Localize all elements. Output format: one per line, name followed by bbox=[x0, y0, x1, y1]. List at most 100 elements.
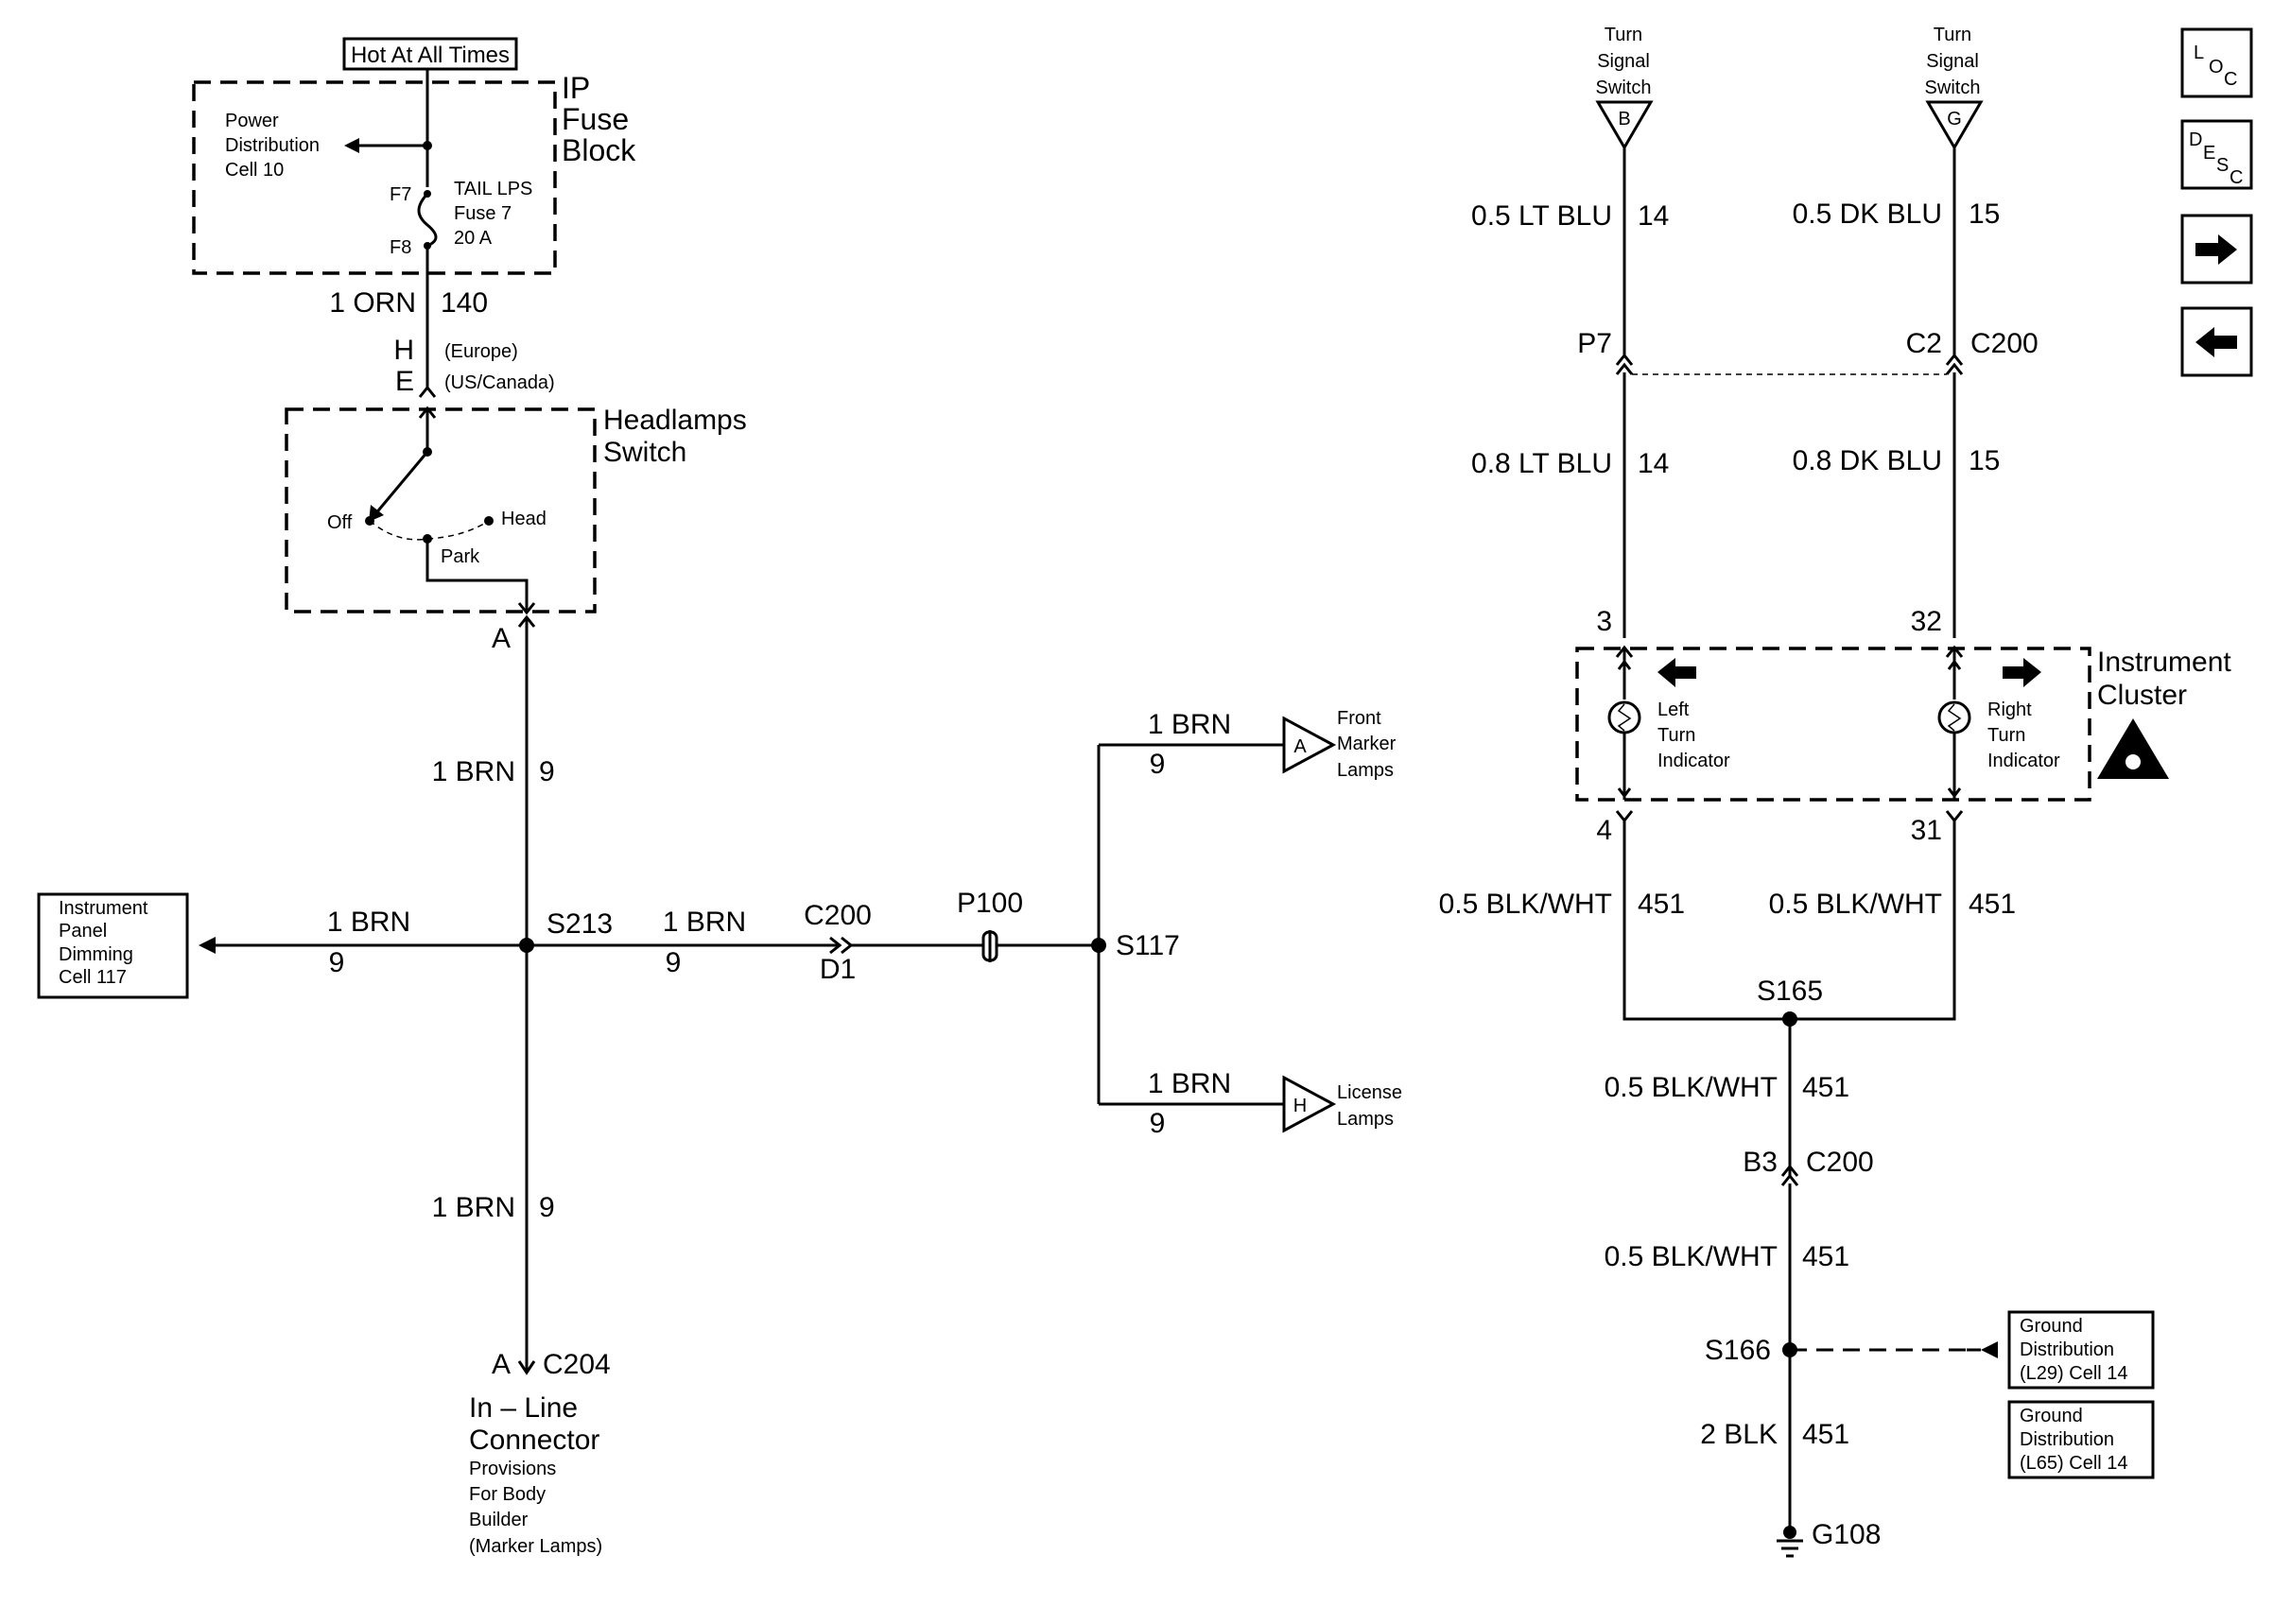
ipd-label-3: Dimming bbox=[59, 944, 133, 965]
hot-at-all-times-label: Hot At All Times bbox=[351, 43, 510, 68]
wire-blk-wht-g2: 0.5 BLK/WHT bbox=[1605, 1241, 1778, 1272]
headlamp-switch-outline bbox=[285, 407, 597, 613]
fuse-icon bbox=[417, 192, 438, 248]
front-marker-label-2[interactable]: Marker bbox=[1337, 734, 1397, 754]
wire-blk-wht-g1: 0.5 BLK/WHT bbox=[1605, 1072, 1778, 1103]
desc-s: S bbox=[2216, 155, 2229, 176]
loc-c: C bbox=[2224, 69, 2237, 90]
desc-button[interactable]: D E S C bbox=[2180, 119, 2253, 190]
inline-label-4: For Body bbox=[469, 1484, 546, 1505]
circuit-140: 140 bbox=[441, 287, 488, 319]
splice-s166-label: S166 bbox=[1705, 1335, 1771, 1366]
c204-label: C204 bbox=[543, 1349, 611, 1380]
wire-brn-down: 1 BRN bbox=[432, 1192, 515, 1223]
tss-left-label-1[interactable]: Turn bbox=[1605, 25, 1642, 45]
loc-button[interactable]: L O C bbox=[2180, 27, 2253, 98]
next-page-button[interactable] bbox=[2180, 214, 2253, 285]
arrow-left-icon bbox=[1657, 658, 1696, 687]
hot-at-all-times-box bbox=[342, 37, 518, 71]
circuit-9-1: 9 bbox=[539, 756, 555, 787]
pin-4: 4 bbox=[1596, 815, 1612, 846]
headlamp-switch-title-2: Switch bbox=[603, 437, 686, 468]
circuit-9-license: 9 bbox=[1150, 1108, 1166, 1139]
fuse-label-3: 20 A bbox=[454, 228, 493, 249]
ipd-label-1: Instrument bbox=[59, 898, 148, 919]
wire-brn-license: 1 BRN bbox=[1148, 1068, 1231, 1099]
power-dist-label-1: Power bbox=[225, 111, 279, 131]
gd1-label-1: Ground bbox=[2020, 1316, 2083, 1337]
right-turn-bulb-icon bbox=[1937, 700, 1971, 734]
switch-park-label: Park bbox=[441, 546, 480, 567]
connector-chevron-icon bbox=[418, 385, 437, 398]
inline-label-3: Provisions bbox=[469, 1459, 556, 1479]
pin-e: E bbox=[395, 366, 414, 397]
tss-right-label-1[interactable]: Turn bbox=[1934, 25, 1971, 45]
pin-31: 31 bbox=[1911, 815, 1942, 846]
tss-left-label-2[interactable]: Signal bbox=[1597, 51, 1650, 72]
front-pin-a: A bbox=[1293, 736, 1307, 757]
tss-right-label-2[interactable]: Signal bbox=[1926, 51, 1979, 72]
tss-right-label-3[interactable]: Switch bbox=[1925, 78, 1981, 98]
loc-l: L bbox=[2194, 43, 2204, 63]
connector-triangle-icon bbox=[1282, 1075, 1337, 1133]
splice-s117-label: S117 bbox=[1116, 930, 1180, 961]
license-label-1[interactable]: License bbox=[1337, 1082, 1402, 1103]
right-ind-label-1: Right bbox=[1987, 700, 2032, 720]
splice-s165-label: S165 bbox=[1757, 976, 1823, 1007]
circuit-9-down: 9 bbox=[539, 1192, 555, 1223]
license-label-2[interactable]: Lamps bbox=[1337, 1109, 1394, 1130]
wire-2-blk: 2 BLK bbox=[1700, 1419, 1778, 1450]
circuit-15-b: 15 bbox=[1969, 445, 2000, 476]
fuse-block-title-1: IP bbox=[562, 71, 590, 105]
cluster-title-2: Cluster bbox=[2097, 680, 2187, 711]
fuse-label-2: Fuse 7 bbox=[454, 203, 512, 224]
wire-blk-wht-right: 0.5 BLK/WHT bbox=[1769, 889, 1942, 920]
connector-triangle-icon bbox=[1925, 100, 1984, 150]
loc-o: O bbox=[2209, 57, 2224, 78]
connector-b3: B3 bbox=[1743, 1147, 1778, 1178]
cluster-title-1: Instrument bbox=[2097, 647, 2231, 678]
headlamp-switch-section: Headlamps Switch Off Head Park A bbox=[285, 405, 747, 654]
wire-lt-blu-08: 0.8 LT BLU bbox=[1471, 448, 1612, 479]
switch-head-label: Head bbox=[501, 509, 547, 529]
circuit-451-right: 451 bbox=[1969, 889, 2016, 920]
connector-c2: C2 bbox=[1906, 328, 1942, 359]
power-dist-label-3: Cell 10 bbox=[225, 160, 284, 181]
wire-brn-1: 1 BRN bbox=[432, 756, 515, 787]
fuse-block-section: Hot At All Times IP Fuse Block Power Dis… bbox=[192, 37, 636, 398]
left-ind-label-1: Left bbox=[1657, 700, 1690, 720]
switch-pin-a: A bbox=[492, 623, 511, 654]
inline-label-1: In – Line bbox=[469, 1392, 578, 1424]
wire-dk-blu-08: 0.8 DK BLU bbox=[1793, 445, 1942, 476]
inline-label-6: (Marker Lamps) bbox=[469, 1536, 602, 1557]
previous-page-button[interactable] bbox=[2180, 306, 2253, 377]
circuit-451-left: 451 bbox=[1638, 889, 1685, 920]
arrow-right-icon bbox=[2003, 658, 2041, 687]
ground-dist-l29-ref-box[interactable] bbox=[2007, 1310, 2155, 1390]
ip-dimming-ref-box[interactable] bbox=[37, 892, 189, 999]
right-ind-label-3: Indicator bbox=[1987, 751, 2060, 771]
gd2-label-2: Distribution bbox=[2020, 1429, 2114, 1450]
license-pin-h: H bbox=[1293, 1096, 1307, 1116]
c204-pin-a: A bbox=[492, 1349, 511, 1380]
arrow-right-icon bbox=[2195, 234, 2237, 265]
splice-s213-label: S213 bbox=[547, 908, 613, 940]
front-marker-label-1[interactable]: Front bbox=[1337, 708, 1381, 729]
ground-dist-l65-ref-box[interactable] bbox=[2007, 1400, 2155, 1479]
front-marker-label-3[interactable]: Lamps bbox=[1337, 760, 1394, 781]
turn-signal-section: Turn Signal Switch B Turn Signal Switch … bbox=[1439, 25, 2231, 1558]
wire-lt-blu-05: 0.5 LT BLU bbox=[1471, 200, 1612, 232]
fuse-pin-f7: F7 bbox=[390, 184, 411, 205]
tss-right-pin-g: G bbox=[1947, 109, 1962, 130]
inline-label-5: Builder bbox=[469, 1510, 529, 1530]
pin-32: 32 bbox=[1911, 606, 1942, 637]
wire-1-orn: 1 ORN bbox=[329, 287, 416, 319]
desc-e: E bbox=[2203, 143, 2215, 164]
p100-label: P100 bbox=[957, 888, 1023, 919]
gd1-label-2: Distribution bbox=[2020, 1339, 2114, 1360]
circuit-14-a: 14 bbox=[1638, 200, 1669, 232]
left-turn-bulb-icon bbox=[1607, 700, 1641, 734]
tss-left-label-3[interactable]: Switch bbox=[1596, 78, 1652, 98]
desc-c: C bbox=[2230, 167, 2243, 188]
